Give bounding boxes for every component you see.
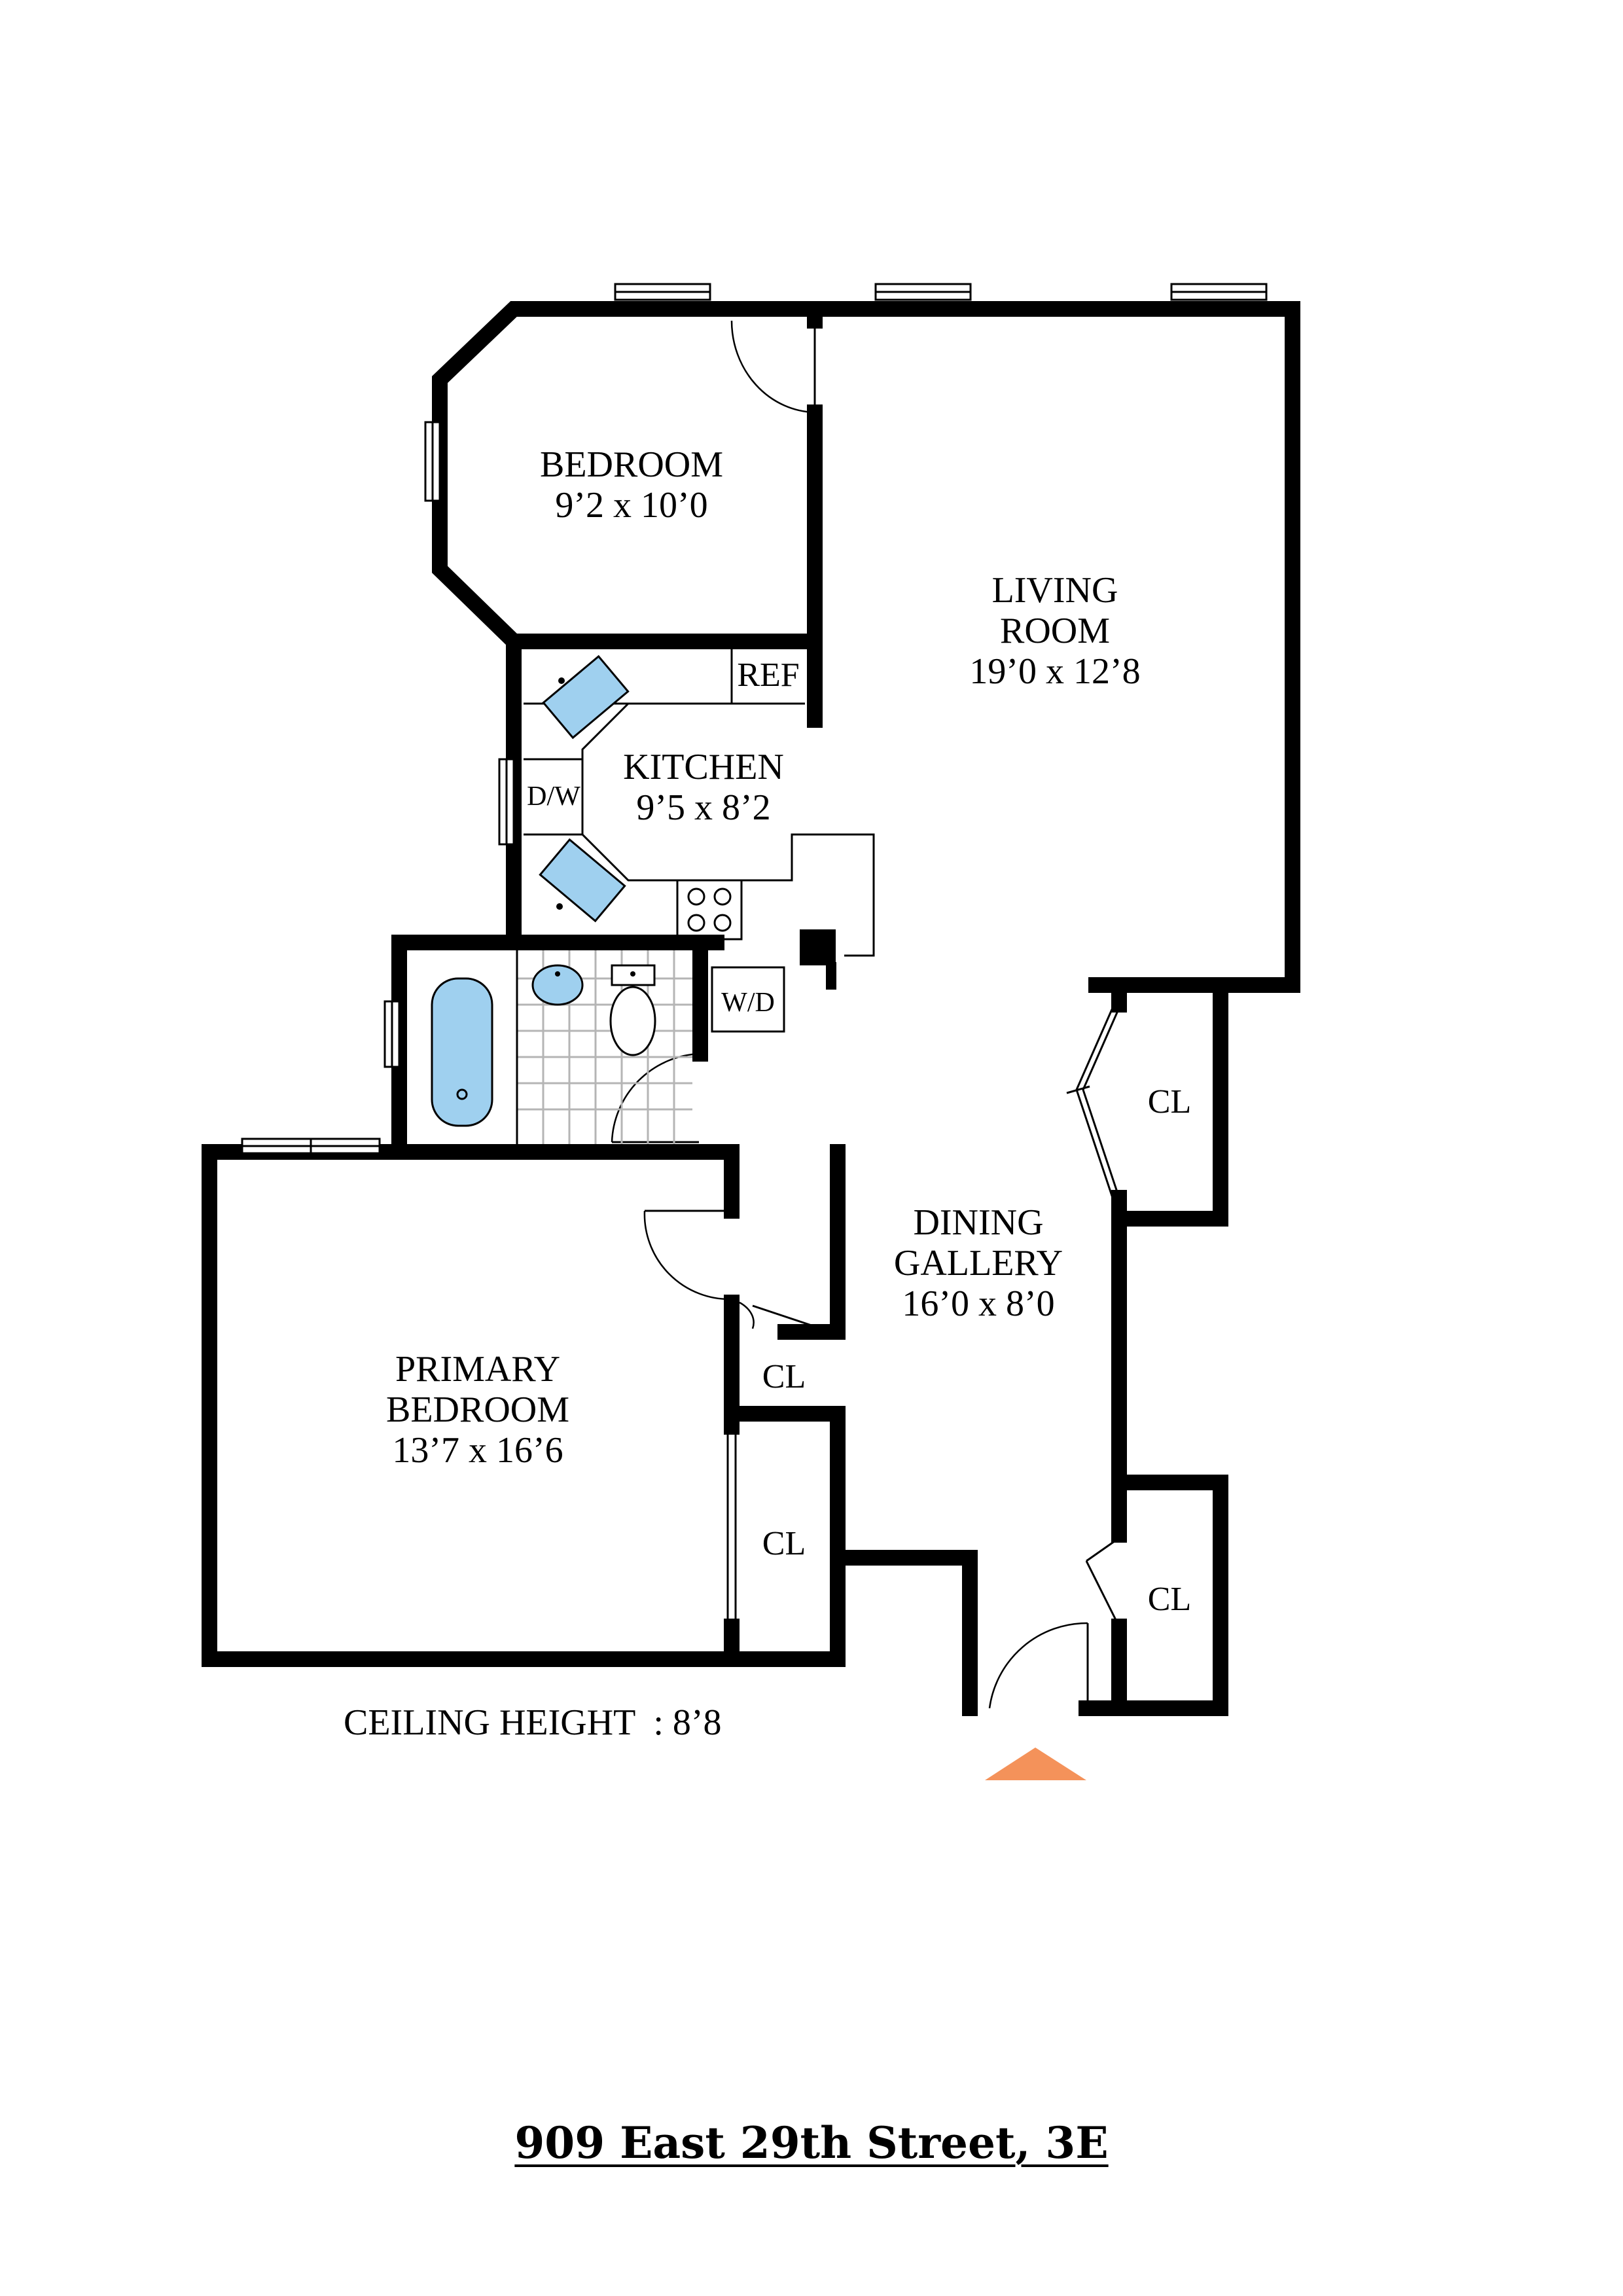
kitchen-dims: 9’5 x 8’2 [636, 787, 770, 828]
primary-name-2: BEDROOM [386, 1390, 569, 1430]
dining-dims: 16’0 x 8’0 [902, 1283, 1054, 1324]
entry-arrow-icon [985, 1748, 1086, 1780]
doors [611, 320, 1120, 1709]
primary-name-1: PRIMARY [395, 1349, 560, 1390]
toilet-bowl [609, 986, 656, 1056]
kitchen-name: KITCHEN [623, 747, 784, 787]
closet-label-east-lower: CL [1148, 1581, 1191, 1618]
kitchen-sink-upper [542, 655, 630, 740]
bedroom-name: BEDROOM [540, 444, 723, 485]
wd-label: W/D [721, 988, 775, 1018]
stove [676, 879, 743, 941]
windows [241, 283, 1268, 1155]
closet-label-west: CL [762, 1525, 806, 1562]
wall-closet-east-lower [1111, 1475, 1228, 1716]
dw-label: D/W [527, 781, 580, 812]
property-address: 909 East 29th Street, 3E [514, 2117, 1109, 2168]
kitchen-sink-lower [539, 838, 626, 923]
bath-fixtures [431, 950, 785, 1144]
primary-dims: 13’7 x 16’6 [392, 1430, 563, 1471]
bath-sink [531, 964, 584, 1006]
ceiling-height: CEILING HEIGHT : 8’8 [344, 1702, 722, 1743]
column-stub [800, 929, 836, 965]
wall-bath [391, 935, 724, 1160]
living-dims: 19’0 x 12’8 [969, 651, 1140, 692]
bedroom-dims: 9’2 x 10’0 [555, 485, 707, 526]
closet-label-east-upper: CL [1148, 1083, 1191, 1121]
wall-entry-west [830, 1550, 978, 1716]
wall-north-bedroom [432, 301, 823, 950]
ref-label: REF [737, 656, 799, 694]
bathtub [431, 977, 493, 1127]
washer-dryer [711, 966, 785, 1033]
fixture-labels: REF D/W W/D CL CL CL CL [527, 656, 1191, 1618]
living-name-2: ROOM [1000, 611, 1110, 651]
column-stub-lower [826, 962, 836, 990]
room-labels: BEDROOM 9’2 x 10’0 LIVING ROOM 19’0 x 12… [386, 444, 1141, 1471]
living-name-1: LIVING [992, 570, 1118, 611]
dining-name-2: GALLERY [894, 1243, 1063, 1283]
closet-label-small: CL [762, 1358, 806, 1395]
dining-name-1: DINING [913, 1202, 1043, 1243]
wall-primary-bedroom [202, 1144, 846, 1667]
kitchen-fixtures [524, 648, 875, 957]
